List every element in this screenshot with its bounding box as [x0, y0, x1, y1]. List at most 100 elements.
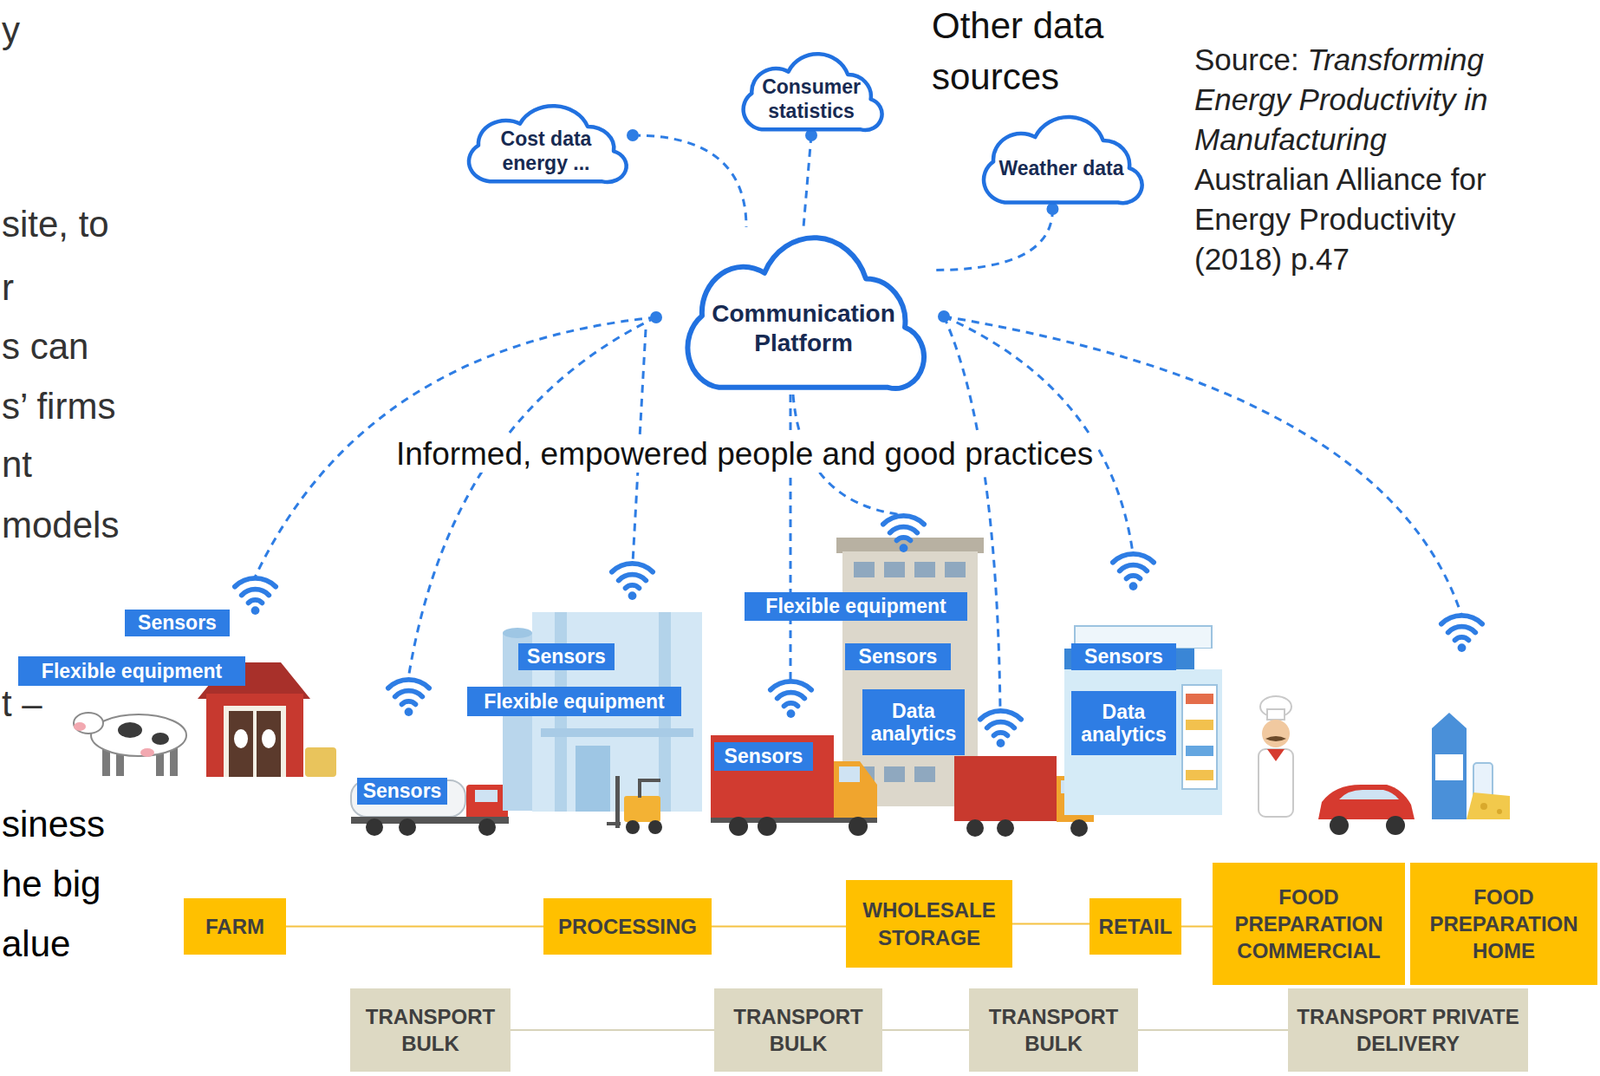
cut-off-text-box: r: [1, 269, 14, 306]
data-cloud: Consumer statistics: [734, 48, 888, 136]
transport-box: TRANSPORT BULK: [714, 988, 883, 1072]
node-text: Flexible equipment: [41, 659, 222, 683]
sensor-tag: Sensors: [518, 643, 615, 670]
sensor-tag: Flexible equipment: [18, 656, 246, 686]
tanker-truck-part: [466, 784, 508, 821]
cut-off-text-box: nt: [1, 446, 33, 483]
delivery-truck: [710, 734, 878, 836]
node-text: TRANSPORT BULK: [355, 1002, 506, 1057]
cloud-outline-path: [468, 105, 627, 183]
node-text: Sensors: [363, 779, 443, 802]
node-text: TRANSPORT PRIVATE DELIVERY: [1293, 1002, 1523, 1057]
cow-figure-part: [73, 712, 104, 734]
connector: [882, 1029, 970, 1031]
wifi-symbol-part: [1112, 553, 1154, 591]
wifi-symbol-part: [1441, 615, 1483, 652]
cut-off-text: s can: [1, 325, 89, 367]
milk-and-cheese-part: [1496, 808, 1503, 814]
cow-figure-part: [140, 747, 155, 757]
warehouse-building-part: [884, 766, 905, 782]
connector: [803, 129, 818, 228]
node-text: RETAIL: [1099, 912, 1173, 940]
node-text: Sensors: [526, 644, 606, 668]
connector-line: [803, 135, 812, 228]
connector: [1138, 1029, 1288, 1031]
node-text: Communication Platform: [704, 299, 903, 358]
cut-off-text-box: site, to: [1, 206, 110, 243]
forklift-part: [615, 775, 620, 828]
sensor-tag: Sensors: [357, 777, 448, 805]
barn-figure-part: [261, 728, 276, 748]
chain-stage-box: FARM: [183, 897, 287, 955]
processing-plant-part: [540, 728, 694, 737]
connector-line: [882, 1028, 970, 1031]
delivery-truck-part: [848, 816, 868, 836]
sensor-tag: Data analytics: [862, 689, 965, 755]
retail-shop-part: [1064, 650, 1223, 815]
wifi-symbol-part: [388, 679, 430, 716]
sensor-tag: Sensors: [124, 609, 230, 637]
source-publisher: Australian Alliance for Energy Productiv…: [1194, 159, 1542, 280]
retail-shop-part: [1185, 693, 1214, 704]
source-note: Source:: [1194, 42, 1300, 77]
cut-off-text-box: models: [1, 507, 119, 544]
node-text: Sensors: [137, 611, 217, 634]
cut-off-text-box: t –: [1, 685, 43, 722]
milk-and-cheese-part: [1431, 712, 1467, 820]
data-cloud: Weather data: [974, 110, 1149, 209]
node-text: PROCESSING: [558, 912, 697, 940]
delivery-truck-part: [757, 816, 777, 836]
data-cloud: Cost data energy ...: [459, 100, 633, 188]
connector-line: [933, 208, 1053, 271]
sensor-tag: Sensors: [845, 643, 951, 670]
connector-dot: [1046, 202, 1059, 215]
cow-figure-part: [117, 721, 143, 738]
wifi-symbol-part: [611, 563, 653, 600]
barn-figure-part: [223, 705, 287, 777]
forklift-part: [625, 819, 640, 834]
connector-line: [286, 925, 544, 928]
sensor-tag: Data analytics: [1071, 690, 1177, 755]
sensor-tag: Sensors: [714, 741, 814, 771]
retail-shop-part: [1194, 648, 1223, 670]
node-text: Flexible equipment: [483, 689, 664, 713]
forklift: [606, 775, 663, 834]
node-text: WHOLESALE STORAGE: [851, 896, 1008, 950]
connector: [1012, 923, 1090, 924]
node-text: FOOD PREPARATION HOME: [1415, 883, 1593, 965]
cut-off-text: nt: [1, 443, 33, 485]
delivery-truck-part: [1070, 819, 1088, 837]
tanker-truck-part: [351, 780, 466, 817]
warehouse-building-part: [914, 561, 936, 578]
retail-shop-part: [1185, 745, 1214, 756]
platform-cloud: Communication Platform: [673, 227, 934, 399]
retail-shop-part: [1182, 684, 1217, 789]
cut-off-text-box: alue: [1, 925, 71, 963]
barn-figure-part: [305, 747, 337, 777]
car-figure-part: [1318, 784, 1415, 820]
connector: [933, 202, 1059, 271]
car-figure-part: [1339, 789, 1399, 800]
node-text: Data analytics: [869, 699, 958, 746]
milk-and-cheese-part: [1466, 792, 1510, 820]
chef-figure-part: [1267, 708, 1285, 720]
sensor-tag: Sensors: [1071, 643, 1177, 670]
connector: [286, 925, 544, 927]
connector-line: [1181, 925, 1213, 928]
cut-off-text: siness: [1, 803, 105, 845]
cow-figure-part: [151, 732, 170, 745]
car-figure: [1318, 784, 1415, 835]
connector-line: [1138, 1028, 1288, 1031]
milk-and-cheese-part: [1480, 802, 1488, 810]
car-figure-part: [1329, 815, 1349, 835]
delivery-truck-part: [996, 819, 1015, 837]
chef-figure-part: [1258, 748, 1294, 817]
warehouse-building-part: [884, 561, 905, 578]
node-text: Data analytics: [1078, 700, 1170, 747]
node-text: FOOD PREPARATION COMMERCIAL: [1217, 883, 1400, 965]
milk-and-cheese: [1431, 712, 1510, 820]
barn-figure-part: [234, 728, 248, 748]
forklift-part: [648, 819, 663, 834]
